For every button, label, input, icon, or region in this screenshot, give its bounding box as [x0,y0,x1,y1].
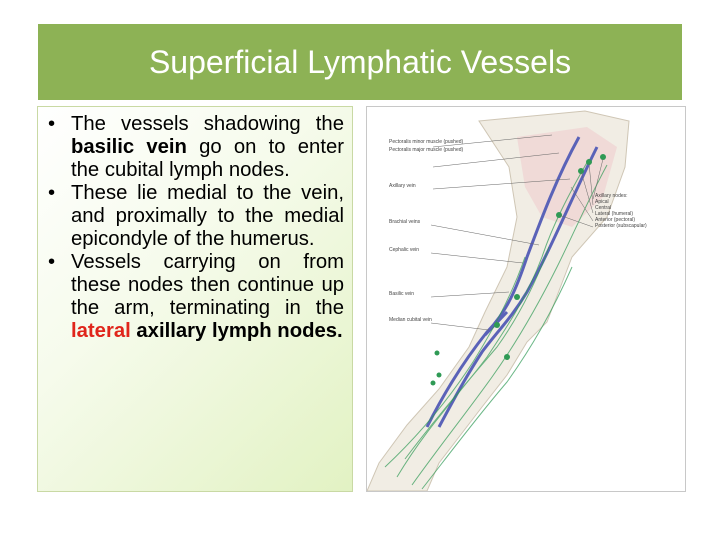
cephalic-vein [425,136,581,428]
bullet-text-part: These lie medial to the vein, and proxim… [71,182,344,250]
left-label-group: Pectoralis minor muscle (pushed) Pectoral… [389,139,464,323]
bullet-item: • Vessels carrying on from these nodes th… [44,251,344,343]
slide-title: Superficial Lymphatic Vessels [148,43,572,80]
left-figure-label: Axillary vein [389,183,416,189]
right-figure-label: Central [595,205,611,211]
left-figure-label: Brachial veins [389,219,421,225]
right-figure-label: Anterior (pectoral) [595,217,635,223]
bullet-list: •The vessels shadowing the basilic vein … [38,107,352,343]
left-figure-label: Cephalic vein [389,247,419,253]
arm-illustration: Pectoralis minor muscle (pushed) Pectoral… [367,110,647,491]
bullet-text-part: The vessels shadowing the [71,113,344,135]
left-figure-label: Pectoralis major muscle (pushed) [389,147,464,153]
right-figure-label: Posterior (subscapular) [595,223,647,229]
left-figure-label: Pectoralis minor muscle (pushed) [389,139,464,145]
bullet-text-part: go on to enter the cubital lymph nodes. [71,136,344,181]
bullet-dot: • [48,113,56,135]
text-panel: •The vessels shadowing the basilic vein … [37,106,353,492]
bullet-dot: • [48,251,56,273]
bullet-text-part: basilic vein [71,136,187,158]
anatomy-figure: Pectoralis minor muscle (pushed) Pectoral… [366,106,686,492]
axilla-region [517,127,617,227]
right-figure-label: Lateral (humeral) [595,211,633,217]
bullet-dot: • [48,182,56,204]
bullet-item: • These lie medial to the vein, and proxi… [44,182,344,251]
right-figure-label: Apical [595,199,609,205]
basilic-vein [437,146,599,428]
bullet-text-part: axillary lymph nodes. [130,320,343,342]
right-figure-label: Axillary nodes: [595,193,628,199]
lymph-nodes [430,154,606,386]
bullet-text-part: lateral [71,320,131,342]
bullet-item: •The vessels shadowing the basilic vein … [44,113,344,182]
bullet-text-part: Vessels carrying on from these nodes the… [71,251,344,319]
left-figure-label: Basilic vein [389,291,414,297]
left-figure-label: Median cubital vein [389,317,432,323]
leader-lines [430,134,604,331]
title-bar: Superficial Lymphatic Vessels [38,24,682,100]
